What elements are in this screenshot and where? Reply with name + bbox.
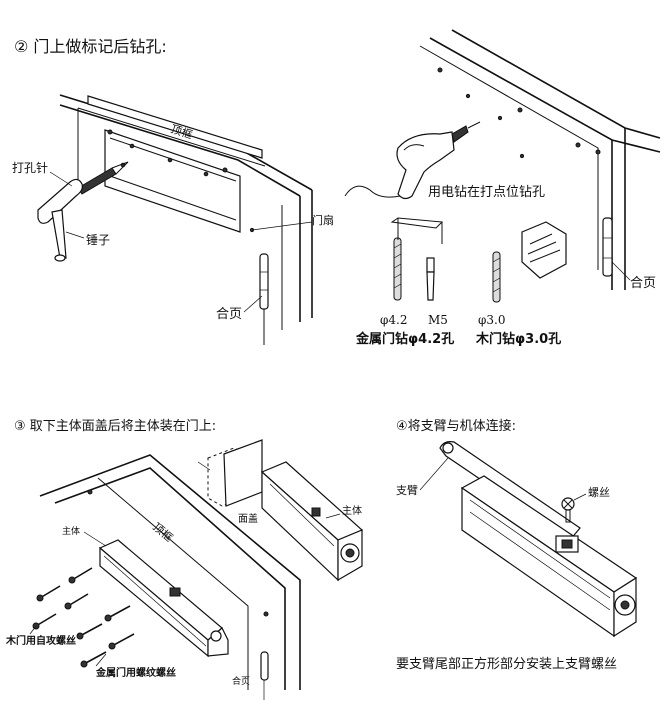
leader-hinge: [243, 295, 263, 313]
label-main-body-left: 主体: [62, 525, 80, 537]
label-hinge-3: 合页: [232, 675, 250, 687]
label-metal-screws: 金属门用螺纹螺丝: [95, 666, 176, 679]
label-door-leaf: 门扇: [312, 213, 334, 227]
label-arm: 支臂: [396, 484, 418, 497]
label-m5: M5: [428, 313, 448, 327]
leader-main-body: [325, 513, 341, 519]
wood-screw: [64, 593, 89, 610]
label-main-body: 主体: [342, 505, 362, 517]
step4-title: ④将支臂与机体连接:: [396, 418, 516, 434]
drill-bits: [390, 217, 567, 303]
label-dim-30: φ3.0: [478, 313, 506, 327]
metal-screw: [80, 651, 107, 668]
label-note: 要支臂尾部正方形部分安装上支臂螺丝: [396, 656, 617, 672]
label-dim-42: φ4.2: [380, 313, 408, 327]
step3-cover: [197, 439, 263, 507]
leader-hinge-right: [611, 261, 631, 281]
label-punch-pin: 打孔针: [12, 160, 48, 175]
step2-door-frame: [59, 94, 313, 345]
step3-main-body: [260, 461, 364, 582]
leader-wood-screws: [29, 625, 37, 635]
wood-screw: [36, 585, 61, 602]
hammer: [37, 178, 83, 262]
label-hammer: 锤子: [86, 232, 110, 247]
wood-screw: [68, 567, 93, 584]
leader-hammer: [65, 231, 85, 239]
label-drill-at-marks: 用电钻在打点位钻孔: [428, 185, 545, 200]
label-hinge: 合页: [216, 307, 242, 322]
metal-screw: [108, 633, 135, 650]
metal-screw: [76, 623, 103, 640]
step2-right-frame: [419, 29, 661, 290]
step3-screws: [32, 567, 135, 668]
electric-drill: [344, 121, 481, 200]
wood-screw: [32, 613, 57, 630]
label-screw: 螺丝: [588, 486, 610, 499]
leader-arm: [419, 457, 449, 491]
label-wood-door-drill: 木门钻φ3.0孔: [475, 331, 561, 347]
label-top-frame: 顶框: [169, 122, 194, 141]
leader-metal-screws: [95, 653, 107, 667]
leader-door-leaf: [251, 221, 313, 231]
label-hinge-right: 合页: [630, 276, 656, 291]
label-wood-screws: 木门用自攻螺丝: [5, 634, 76, 647]
step3-title: ③ 取下主体面盖后将主体装在门上:: [14, 419, 216, 434]
step3-door: [39, 454, 301, 700]
label-cover: 面盖: [238, 512, 258, 525]
step2-title: ② 门上做标记后钻孔:: [14, 37, 167, 56]
label-metal-door-drill: 金属门钻φ4.2孔: [355, 331, 454, 347]
leader-punch-pin: [49, 171, 73, 187]
step4-closer: [439, 441, 638, 638]
metal-screw: [104, 605, 131, 622]
leader-main-body-left: [83, 531, 107, 547]
leader-screw: [573, 493, 587, 501]
